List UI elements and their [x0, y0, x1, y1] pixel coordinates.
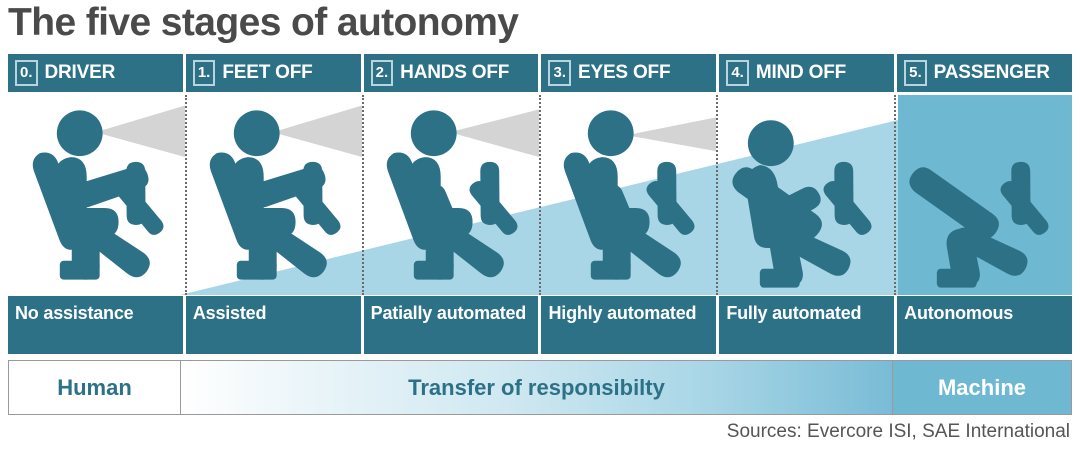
sources-note: Sources: Evercore ISI, SAE International	[726, 421, 1070, 442]
stage-number-badge: 1.	[192, 60, 216, 86]
driver-eyes-off-figure-icon	[563, 110, 717, 280]
driver-hands-off-figure-icon	[386, 109, 540, 280]
stage-number-badge: 0.	[15, 60, 38, 86]
figure-panel-5	[893, 95, 1070, 295]
stage-number-badge: 4.	[726, 60, 749, 86]
stage-name-label: HANDS OFF	[400, 62, 510, 83]
driver-figure-icon	[32, 105, 186, 280]
figure-panel-1	[185, 95, 363, 295]
figure-panel-2	[362, 95, 540, 295]
driver-figure-icon	[209, 105, 363, 280]
stage-header-row: 0. DRIVER 1. FEET OFF 2. HANDS OFF 3. EY…	[8, 54, 1072, 92]
description-cell-1: Assisted	[185, 296, 361, 354]
page-title: The five stages of autonomy	[8, 1, 519, 44]
stage-name-label: PASSENGER	[933, 62, 1050, 83]
panel-divider	[362, 95, 364, 295]
responsibility-row: Human Transfer of responsibilty Machine	[8, 360, 1072, 415]
passenger-reclined-figure-icon	[732, 120, 872, 288]
panel-divider	[539, 95, 541, 295]
description-cell-4: Fully automated	[719, 296, 895, 354]
stage-number-badge: 2.	[370, 60, 394, 86]
description-cell-3: Highly automated	[541, 296, 717, 354]
stage-name-label: EYES OFF	[578, 62, 671, 83]
responsibility-machine-cell: Machine	[893, 361, 1071, 414]
stage-name-label: FEET OFF	[222, 62, 313, 83]
stage-header-4[interactable]: 4. MIND OFF	[719, 54, 895, 92]
stage-header-0[interactable]: 0. DRIVER	[8, 54, 183, 92]
description-cell-5: Autonomous	[897, 296, 1072, 354]
automation-diagonal-band	[180, 95, 1072, 295]
responsibility-transfer-cell: Transfer of responsibilty	[181, 361, 893, 414]
stage-name-label: DRIVER	[44, 62, 116, 83]
description-cell-2: Patially automated	[363, 296, 539, 354]
empty-seat-icon	[909, 161, 1049, 288]
illustration-band	[8, 95, 1072, 295]
description-cell-0: No assistance	[8, 296, 183, 354]
figure-panel-4	[716, 95, 893, 295]
panel-divider	[185, 95, 187, 295]
figure-panel-0	[8, 95, 186, 295]
stage-number-badge: 3.	[548, 60, 571, 86]
figure-panel-3	[539, 95, 717, 295]
stage-name-label: MIND OFF	[755, 62, 847, 83]
stage-header-3[interactable]: 3. EYES OFF	[541, 54, 717, 92]
responsibility-human-cell: Human	[9, 361, 181, 414]
stage-header-5[interactable]: 5. PASSENGER	[897, 54, 1072, 92]
panel-divider	[716, 95, 718, 295]
stage-number-badge: 5.	[904, 60, 927, 86]
stage-header-1[interactable]: 1. FEET OFF	[185, 54, 361, 92]
description-row: No assistance Assisted Patially automate…	[8, 296, 1072, 354]
panel-divider	[894, 95, 896, 295]
stage-header-2[interactable]: 2. HANDS OFF	[363, 54, 539, 92]
